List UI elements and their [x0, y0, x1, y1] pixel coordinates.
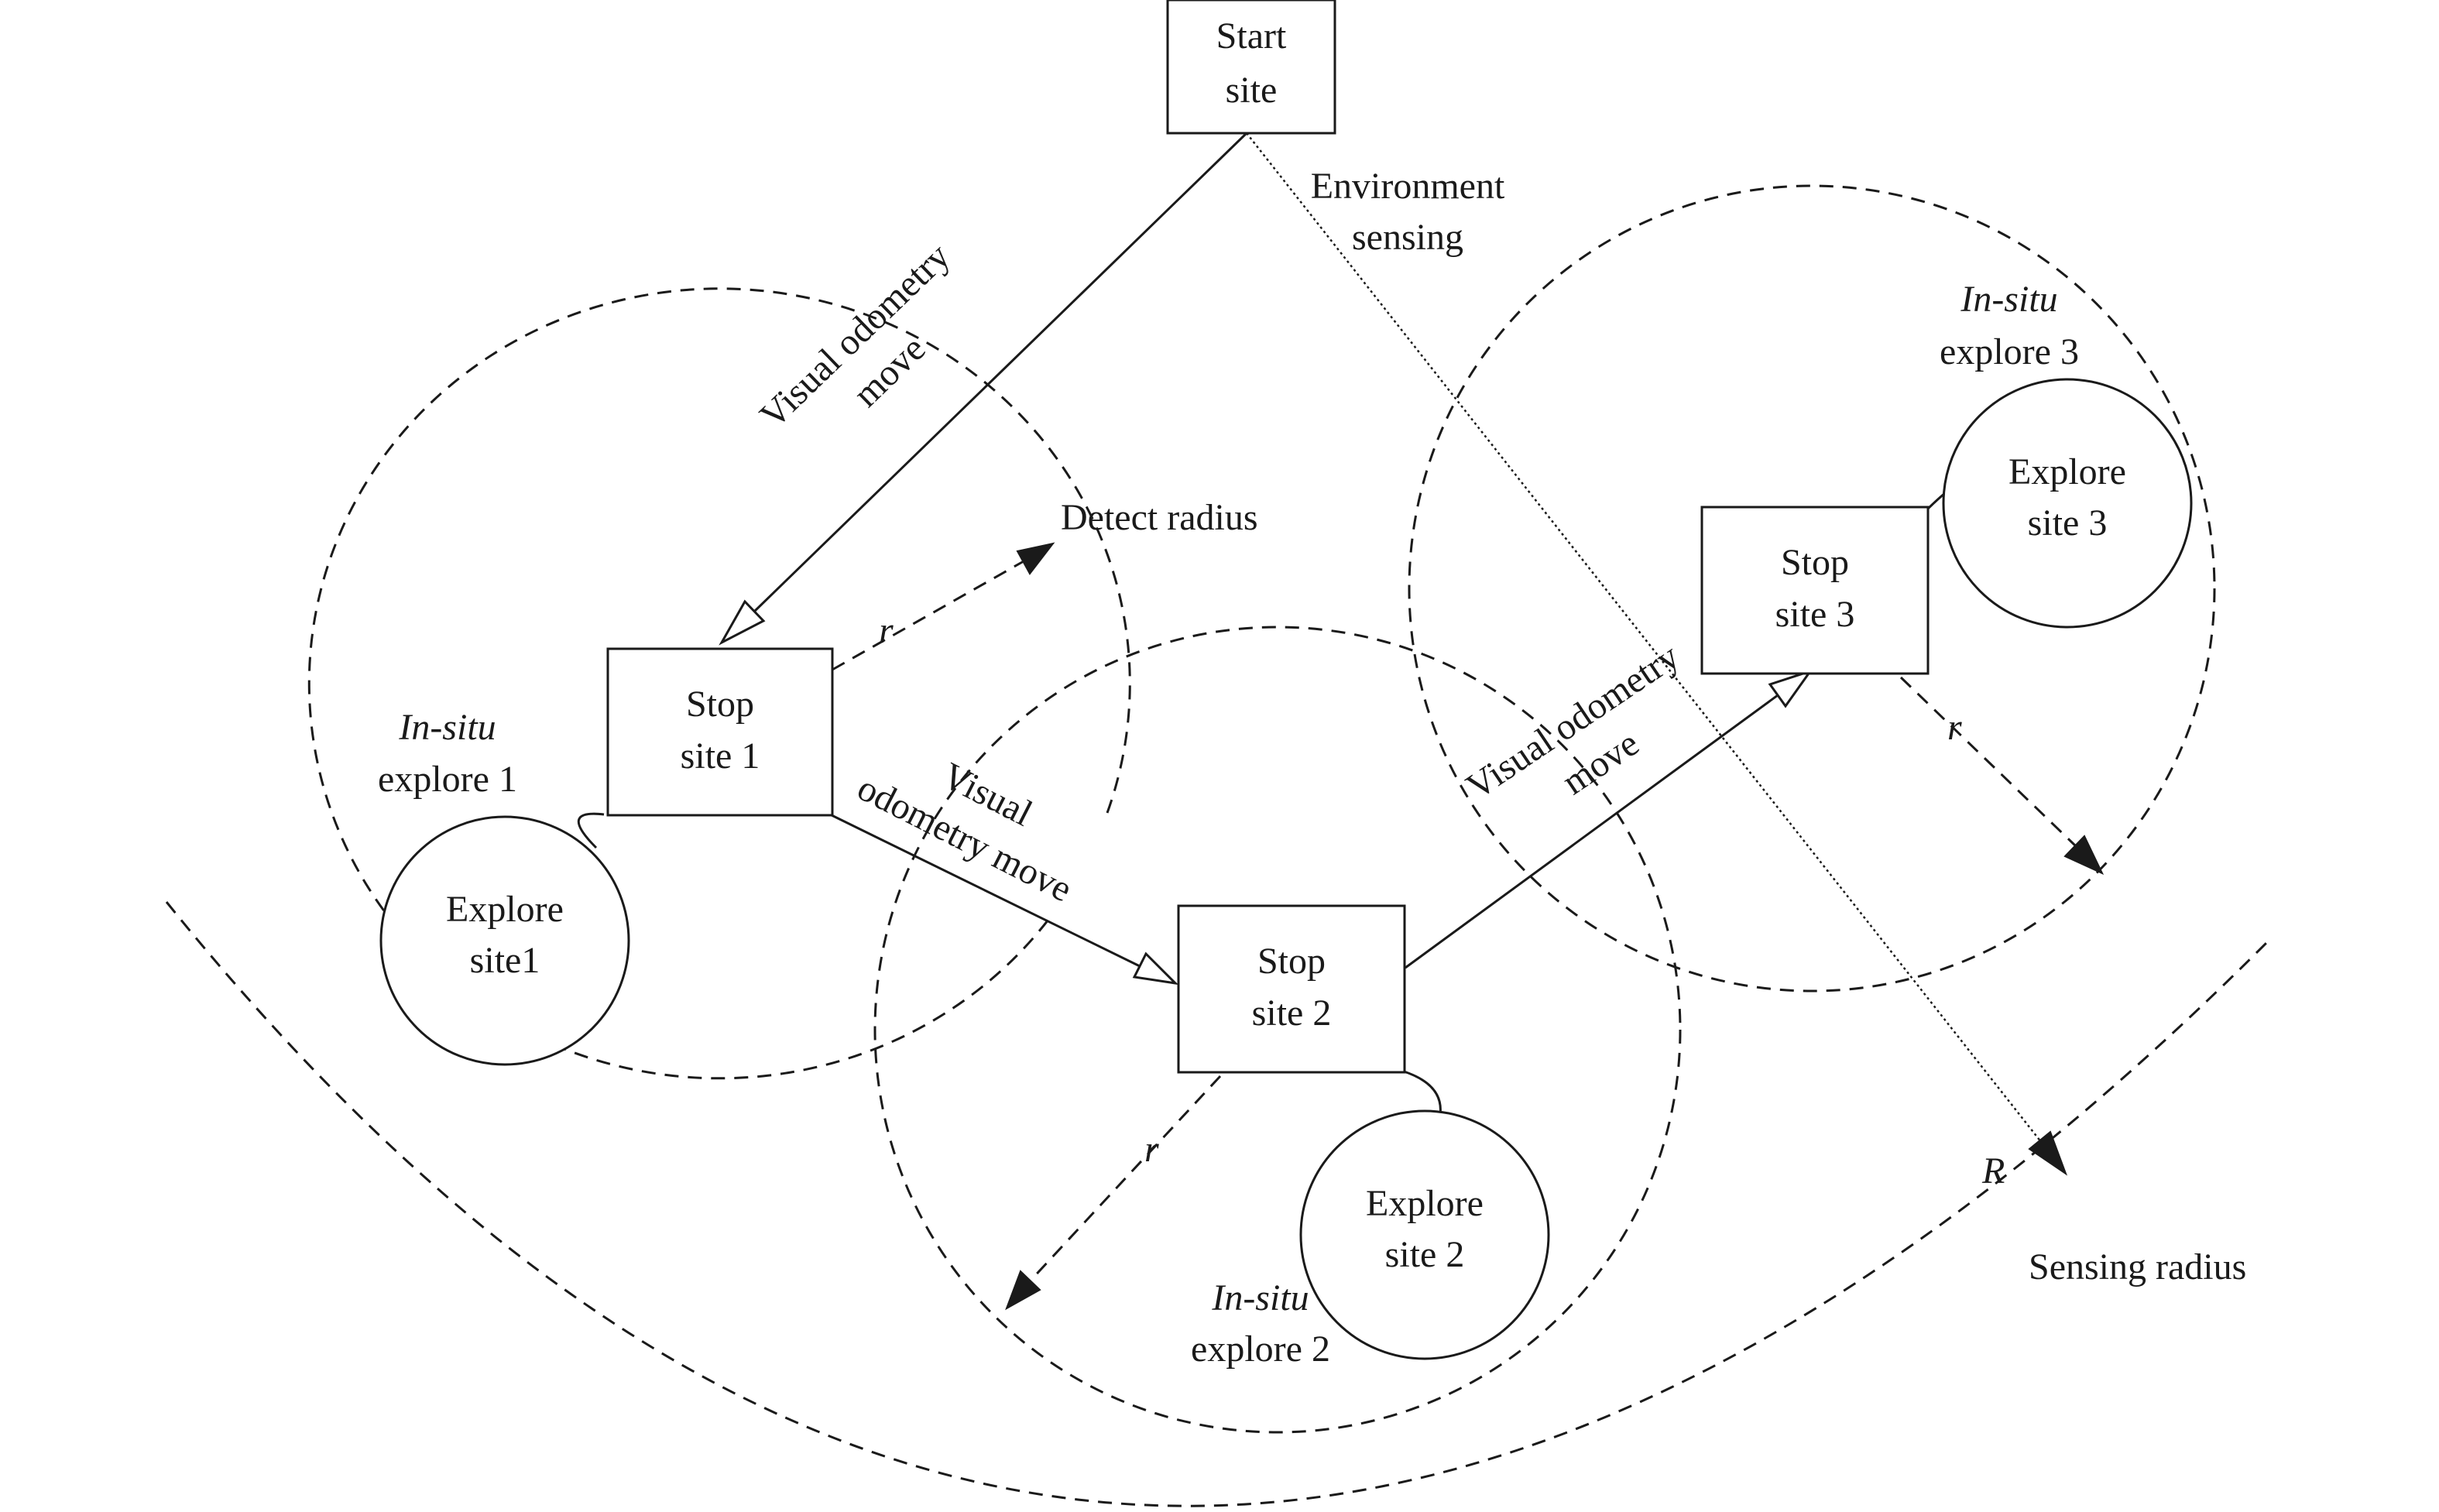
- r-arrowhead-2: [1005, 1270, 1041, 1311]
- vo-move-line-3: [1405, 694, 1779, 969]
- svg-text:explore 1: explore 1: [378, 759, 517, 800]
- vo-move-line-2: [829, 813, 1141, 968]
- sensing-arrowhead: [2028, 1130, 2068, 1176]
- svg-text:In-situ: In-situ: [1960, 279, 2057, 320]
- explore-site-2: Explore site 2: [1299, 1109, 1550, 1360]
- r-symbol-1: r: [879, 610, 894, 651]
- detect-radius-label: Detect radius: [1061, 497, 1258, 538]
- svg-text:Explore: Explore: [2008, 451, 2126, 492]
- explore-site-1: Explore site1: [379, 815, 630, 1066]
- vo-arrowhead-3: [1768, 669, 1813, 708]
- r-arrow-line-1: [832, 560, 1024, 671]
- svg-text:site: site: [1226, 70, 1278, 111]
- R-symbol: R: [1981, 1150, 2005, 1191]
- svg-text:Explore: Explore: [1366, 1183, 1484, 1224]
- svg-text:In-situ: In-situ: [1211, 1277, 1309, 1318]
- in-situ-connector-1: [577, 812, 605, 849]
- svg-text:Start: Start: [1216, 15, 1287, 57]
- environment-sensing-line: [1246, 132, 2045, 1147]
- svg-text:site 1: site 1: [681, 735, 760, 777]
- svg-text:Stop: Stop: [1781, 542, 1849, 583]
- stop-site-1-box: Stop site 1: [606, 647, 834, 817]
- environment-sensing-label: Environment sensing: [1311, 166, 1505, 258]
- vo-move-label-3: Visual odometry move: [1460, 636, 1687, 807]
- vo-move-line-1: [753, 132, 1248, 613]
- in-situ-explore-3-label: In-situ explore 3: [1940, 279, 2079, 372]
- r-symbol-3: r: [1947, 707, 1962, 748]
- r-arrow-line-2: [1028, 1075, 1222, 1283]
- r-arrowhead-1: [1016, 542, 1055, 575]
- svg-text:site 3: site 3: [2028, 502, 2108, 543]
- detect-circle-2: [873, 626, 1682, 1434]
- sensing-radius-arc: [165, 901, 2270, 1507]
- sensing-radius-label: Sensing radius: [2029, 1246, 2246, 1287]
- stop-site-3-box: Stop site 3: [1700, 506, 1930, 675]
- svg-text:Explore: Explore: [446, 889, 564, 930]
- svg-text:sensing: sensing: [1352, 217, 1463, 258]
- svg-text:site 2: site 2: [1385, 1234, 1465, 1275]
- r-arrowhead-3: [2063, 835, 2105, 876]
- vo-arrowhead-1: [719, 599, 766, 646]
- r-arrow-line-3: [1899, 676, 2077, 847]
- svg-text:explore 3: explore 3: [1940, 331, 2079, 372]
- start-site-box: Start site: [1166, 0, 1336, 135]
- in-situ-explore-1-label: In-situ explore 1: [378, 707, 517, 800]
- explore-site-3: Explore site 3: [1942, 378, 2193, 629]
- vo-move-label-1: Visual odometry move: [752, 235, 958, 436]
- vo-move-label-2: Visual odometry move: [851, 755, 1079, 910]
- detect-circle-3: [1408, 184, 2216, 993]
- stop-site-2-box: Stop site 2: [1177, 904, 1406, 1074]
- r-symbol-2: r: [1144, 1129, 1159, 1170]
- svg-text:Environment: Environment: [1311, 166, 1505, 207]
- vo-arrowhead-2: [1132, 951, 1179, 986]
- svg-text:Visual odometry: Visual odometry: [752, 235, 958, 436]
- in-situ-connector-2: [1401, 1069, 1442, 1116]
- svg-text:explore 2: explore 2: [1191, 1329, 1330, 1370]
- svg-text:Stop: Stop: [686, 684, 754, 725]
- svg-text:site 3: site 3: [1775, 594, 1855, 635]
- svg-text:site 2: site 2: [1252, 993, 1332, 1034]
- svg-text:In-situ: In-situ: [398, 707, 496, 748]
- in-situ-explore-2-label: In-situ explore 2: [1191, 1277, 1330, 1370]
- svg-text:site1: site1: [470, 940, 540, 981]
- svg-text:Stop: Stop: [1257, 941, 1326, 982]
